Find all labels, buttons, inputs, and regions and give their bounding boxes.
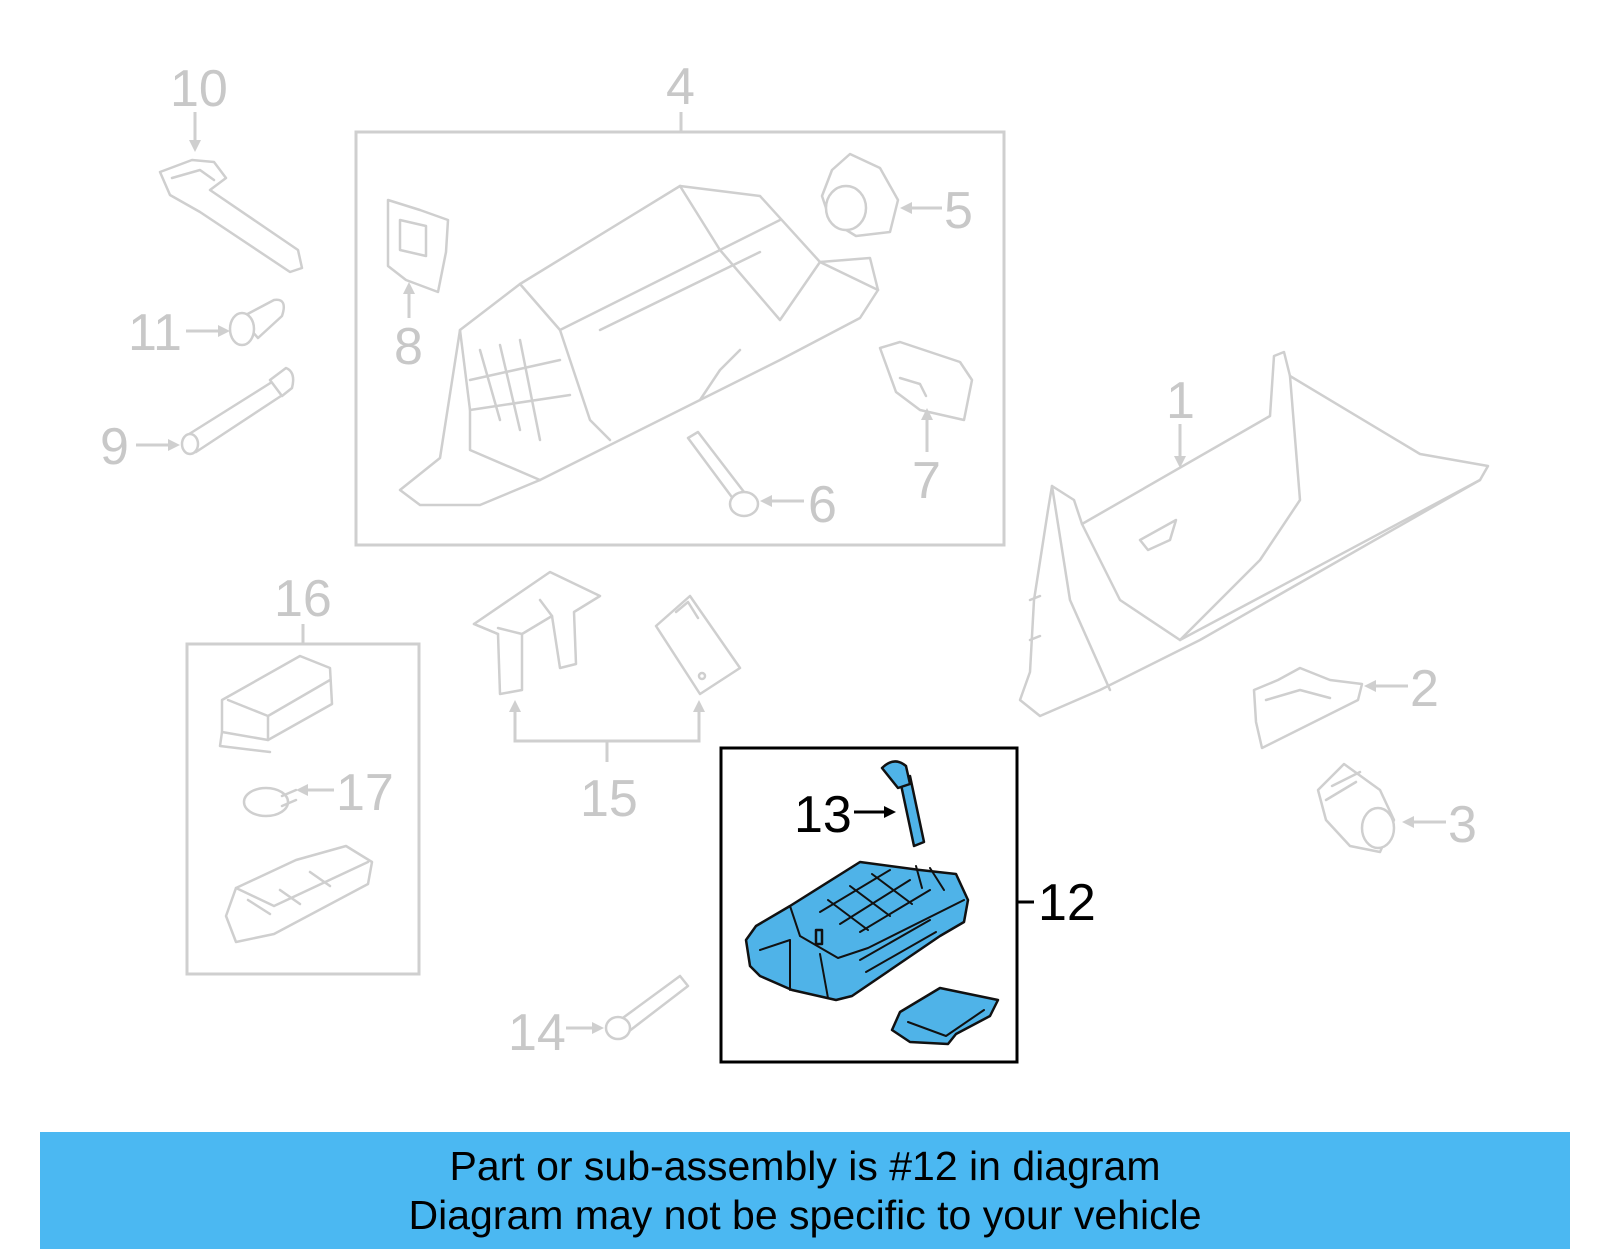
callout-13: 13 — [794, 786, 852, 844]
part-8-bracket[interactable] — [386, 198, 450, 294]
arrowhead-17 — [296, 784, 308, 796]
arrowhead-5 — [900, 202, 912, 214]
part-16-lamp-housing[interactable] — [218, 654, 334, 754]
arrowhead-6 — [760, 495, 772, 507]
callout-6: 6 — [808, 476, 837, 534]
arrowhead-3 — [1402, 816, 1414, 828]
part-6-rod[interactable] — [686, 430, 760, 518]
part-7-striker[interactable] — [878, 340, 974, 422]
arrowhead-1 — [1174, 456, 1186, 468]
part-9-rod[interactable] — [180, 366, 295, 456]
info-banner: Part or sub-assembly is #12 in diagram D… — [40, 1132, 1570, 1249]
part-10-latch[interactable] — [158, 158, 304, 274]
part-15-bracket-left[interactable] — [472, 570, 602, 696]
part-2-latch[interactable] — [1252, 666, 1364, 750]
banner-line-2: Diagram may not be specific to your vehi… — [408, 1192, 1202, 1238]
arrowhead-14 — [592, 1022, 604, 1034]
callout-14: 14 — [508, 1004, 566, 1062]
part-12-glove-box[interactable] — [744, 860, 970, 1002]
callout-8: 8 — [394, 318, 423, 376]
arrowhead-15-left — [509, 700, 521, 712]
part-13-rod[interactable] — [880, 760, 926, 848]
part-4-glove-box-housing[interactable] — [398, 184, 880, 507]
part-11-pin[interactable] — [228, 298, 285, 347]
callout-11: 11 — [128, 304, 182, 362]
arrowhead-8 — [403, 282, 415, 294]
arrowhead-11 — [218, 325, 230, 337]
banner-line-1: Part or sub-assembly is #12 in diagram — [449, 1143, 1161, 1189]
leader-15-bracket — [513, 712, 701, 743]
callout-9: 9 — [100, 418, 129, 476]
part-5-bumper[interactable] — [820, 152, 900, 238]
arrowhead-15-right — [693, 700, 705, 712]
callout-4: 4 — [666, 58, 695, 116]
part-14-rod[interactable] — [604, 974, 690, 1041]
callout-2: 2 — [1410, 660, 1439, 718]
callout-12: 12 — [1038, 874, 1096, 932]
arrowhead-7 — [921, 408, 933, 420]
callout-7: 7 — [912, 452, 941, 510]
arrowhead-9 — [168, 439, 180, 451]
part-3-damper[interactable] — [1316, 762, 1396, 854]
part-1-glove-box-door[interactable] — [1018, 350, 1490, 718]
part-15-bracket-right[interactable] — [654, 594, 742, 696]
callout-5: 5 — [944, 182, 973, 240]
part-16-lamp-socket[interactable] — [224, 844, 374, 944]
callout-17: 17 — [336, 764, 394, 822]
callout-3: 3 — [1448, 796, 1477, 854]
callout-15: 15 — [580, 770, 638, 828]
arrowhead-10 — [189, 140, 201, 152]
callout-10: 10 — [170, 60, 228, 118]
part-12-door-insert[interactable] — [890, 986, 1000, 1046]
callout-16: 16 — [274, 570, 332, 628]
arrowhead-13 — [884, 806, 896, 818]
callout-1: 1 — [1166, 372, 1195, 430]
group-box-12 — [719, 746, 1019, 1064]
part-17-bulb[interactable] — [242, 786, 298, 818]
arrowhead-2 — [1364, 680, 1376, 692]
